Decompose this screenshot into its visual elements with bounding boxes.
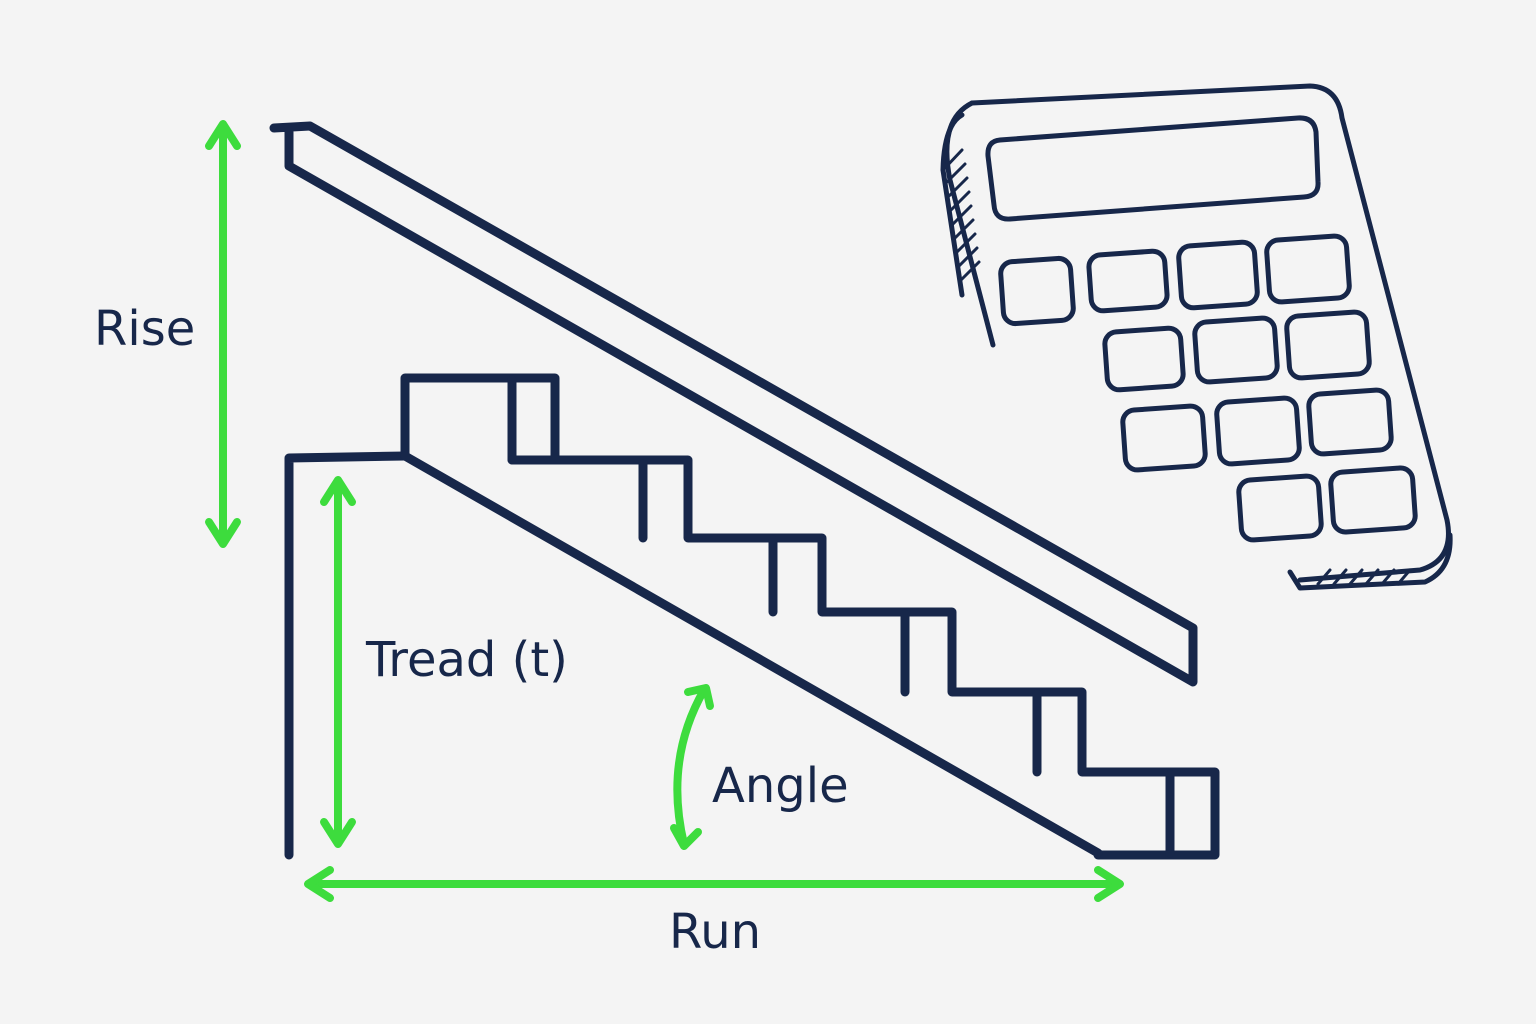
angle-label: Angle: [712, 758, 849, 814]
stair-wall: [284, 451, 410, 860]
calculator-body: [969, 83, 1451, 583]
stair-steps: [507, 455, 1220, 860]
calculator-icon: [940, 83, 1453, 591]
stair-top-block: [400, 373, 560, 465]
tread-label: Tread (t): [365, 632, 568, 688]
stair-stringer: [400, 451, 1103, 858]
calculator-display: [985, 115, 1321, 222]
angle-arrow: [670, 684, 714, 850]
calculator-hatch-left: [943, 148, 981, 282]
rise-label: Rise: [94, 301, 195, 357]
calculator-hatch-bottom: [1316, 568, 1412, 586]
staircase-icon: [284, 373, 1220, 860]
run-label: Run: [669, 904, 761, 960]
handrail-icon: [269, 121, 1198, 687]
run-arrow: [304, 866, 1124, 902]
rise-arrow: [205, 120, 241, 548]
tread-arrow: [320, 476, 356, 848]
calculator-keys: [998, 233, 1418, 543]
